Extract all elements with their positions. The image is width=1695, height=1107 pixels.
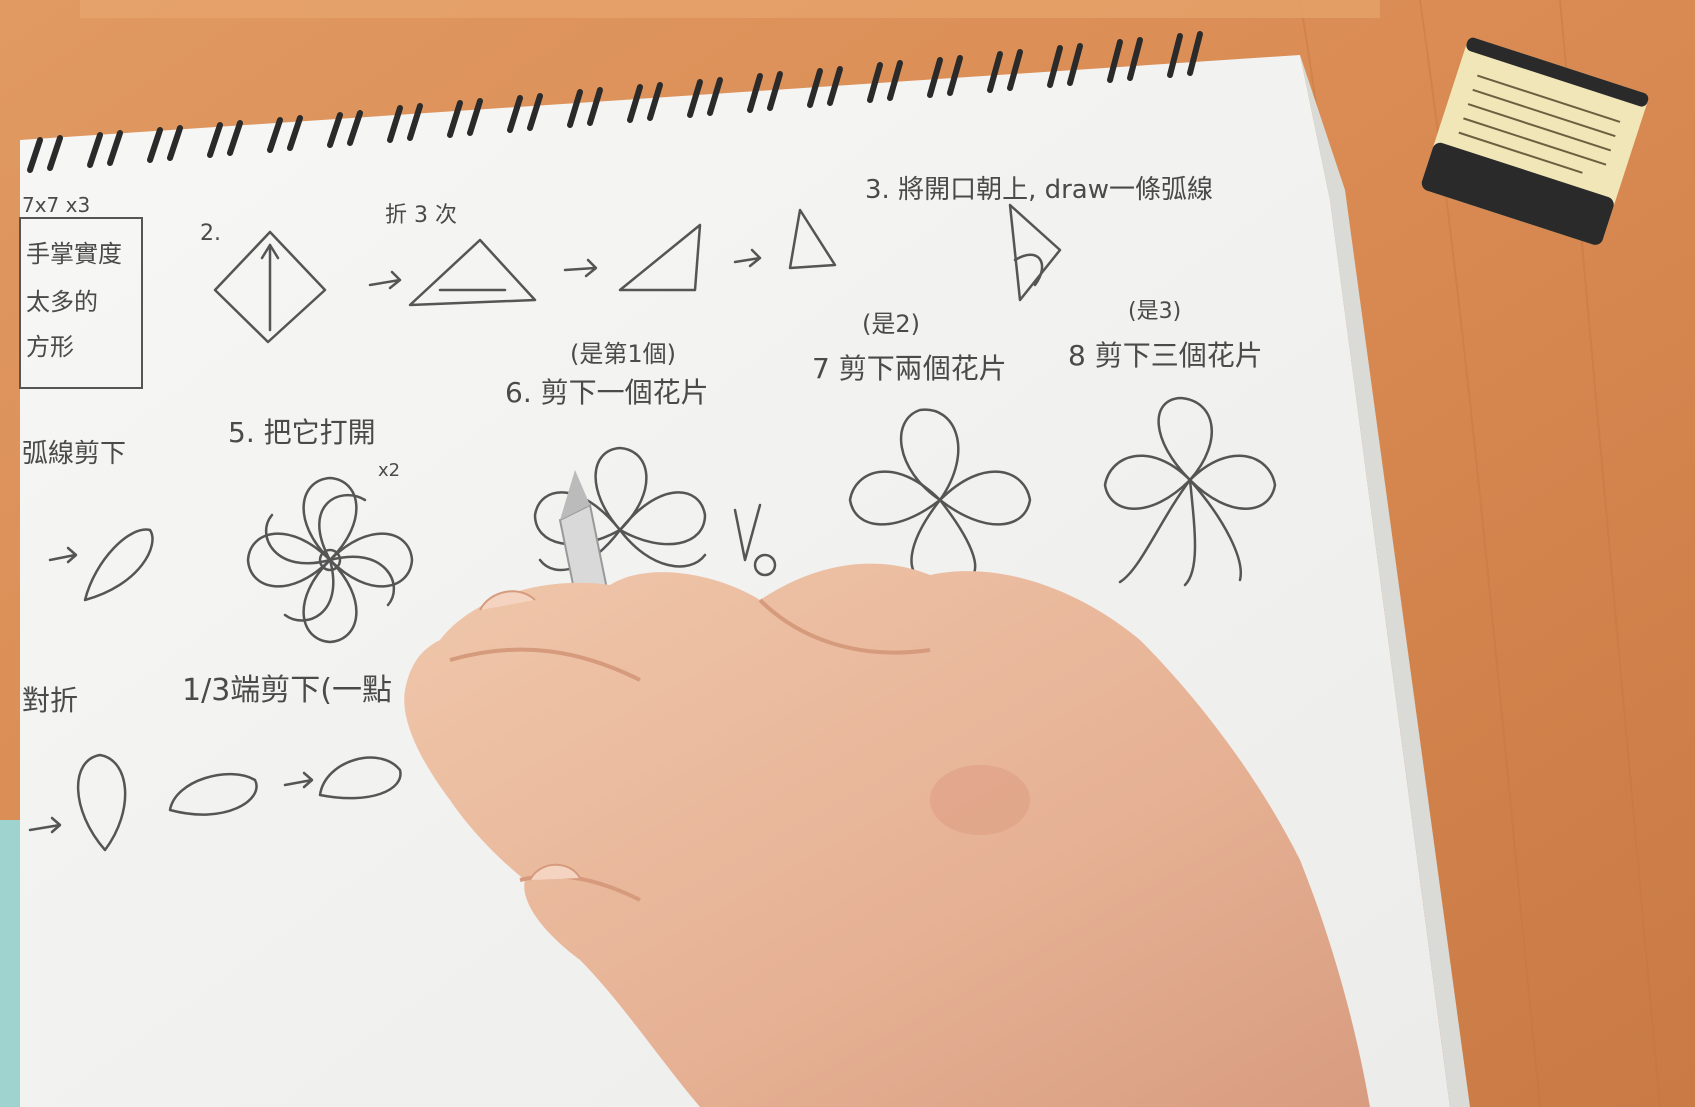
step-bottom-label: 1/3端剪下(一點: [182, 673, 392, 708]
flower-sketch: [246, 476, 414, 644]
step4-label: 弧線剪下: [22, 439, 126, 469]
spiral-binding: [27, 31, 1203, 173]
arrow-icon: [283, 771, 314, 789]
arrow-icon: [48, 546, 78, 564]
triangle-sketch: [788, 208, 837, 270]
step3-label: 3. 將開口朝上, draw一條弧線: [865, 175, 1213, 205]
fold-left-label: 對折: [22, 684, 78, 717]
petal-sketch: [76, 753, 127, 852]
box-line-2: 太多的: [26, 288, 98, 316]
instruction-box: [19, 217, 143, 389]
step6-label: 6. 剪下一個花片: [505, 376, 709, 409]
step8-note: (是3): [1128, 299, 1181, 324]
petal-sketch: [83, 528, 154, 602]
fold-three-label: 折 3 次: [385, 203, 457, 228]
arrow-icon: [368, 270, 402, 290]
flower-sketch: [848, 408, 1032, 582]
diamond-sketch: [213, 230, 327, 344]
teal-accent: [0, 820, 20, 1107]
top-edge: [80, 0, 1380, 18]
hand: [404, 563, 1371, 1107]
triangle-sketch: [618, 223, 702, 292]
step7-label: 7 剪下兩個花片: [812, 352, 1007, 385]
triangle-sketch: [408, 238, 537, 307]
step7-note: (是2): [862, 310, 920, 338]
step8-label: 8 剪下三個花片: [1068, 339, 1263, 372]
arrow-icon: [28, 816, 62, 834]
step6-note: (是第1個): [570, 340, 676, 368]
step5-label: 5. 把它打開: [228, 416, 376, 449]
arrow-icon: [563, 258, 598, 278]
page-edge-shadow: [1300, 55, 1470, 1107]
arrow-icon: [733, 248, 762, 268]
box-line-3: 方形: [26, 333, 74, 361]
petal-sketch: [318, 756, 402, 800]
step2-label: 2.: [200, 221, 221, 246]
petal-sketch: [168, 772, 258, 816]
handwritten-notes: 7x7 x3 手掌實度 太多的 方形 2. 折 3 次 3. 將開口朝上, dr…: [19, 175, 1263, 717]
flower-sketch: [1103, 396, 1277, 587]
x2-label: x2: [378, 460, 400, 481]
box-line-1: 手掌實度: [26, 240, 122, 268]
eraser: [1421, 37, 1649, 245]
pencil-drawings: [28, 203, 1277, 852]
corner-note: 7x7 x3: [22, 193, 90, 217]
